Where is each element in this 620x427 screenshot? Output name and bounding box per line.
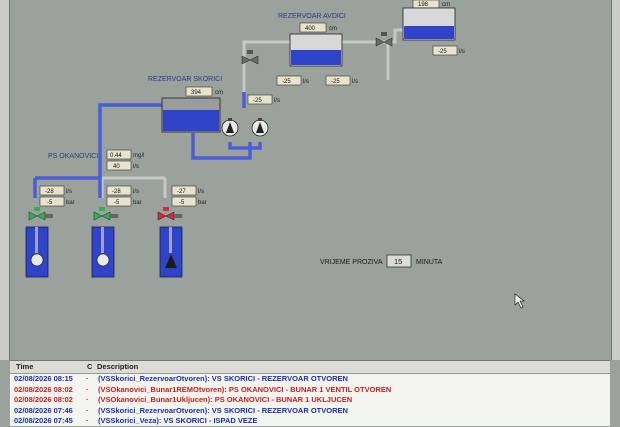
tank-top-unit: cm bbox=[442, 2, 450, 8]
flow-avdici-out-value: -25 bbox=[331, 79, 340, 85]
station-name: PS OKANOVICI bbox=[48, 153, 98, 160]
scada-diagram: REZERVOAR SKORICI 394 cm REZERVOAR AVDIC… bbox=[25, 0, 525, 309]
polling-interval[interactable]: VRIJEME PROZIVA 15 MINUTA bbox=[320, 254, 443, 268]
flow-top-out: -25 l/s bbox=[432, 45, 465, 56]
flow-pump-line-value: -25 bbox=[253, 98, 262, 104]
tank-avdici-level-box bbox=[299, 22, 327, 33]
booster-pump-1[interactable] bbox=[221, 118, 239, 137]
flow-top-out-unit: l/s bbox=[459, 49, 465, 55]
event-log-header: Time C Description bbox=[10, 361, 610, 374]
event-description: (VSOkanovici_Bunar1REMOtvoren): PS OKANO… bbox=[98, 384, 392, 394]
chlorine-unit: mg/l bbox=[133, 153, 144, 159]
tank-skorici-level-box bbox=[185, 86, 213, 97]
mouse-cursor bbox=[514, 293, 525, 309]
flow-top-out-value: -25 bbox=[438, 49, 447, 55]
booster-pump-2[interactable] bbox=[251, 118, 269, 137]
flow-avdici-out-unit: l/s bbox=[352, 79, 358, 85]
flow-avdici-out: -25 l/s bbox=[325, 75, 358, 86]
tank-top[interactable]: 198 cm bbox=[402, 0, 456, 41]
tank-top-water bbox=[404, 26, 454, 39]
polling-value: 15 bbox=[394, 257, 402, 266]
event-flag-marker: · bbox=[86, 405, 89, 415]
valve-avdici-in[interactable] bbox=[241, 50, 259, 65]
valve-top-in[interactable] bbox=[375, 32, 393, 47]
tank-avdici-level: 400 bbox=[305, 26, 316, 32]
well-2-pump-icon bbox=[96, 253, 110, 267]
tank-skorici-unit: cm bbox=[215, 90, 223, 96]
flag-column-header[interactable]: C bbox=[87, 362, 93, 371]
event-log: Time C Description 02/08/2026 08:15 · (VSS… bbox=[10, 360, 610, 426]
well-1-pressure-unit: bar bbox=[66, 200, 75, 206]
polling-value-box[interactable] bbox=[386, 254, 412, 268]
flow-avdici-in-value: -25 bbox=[282, 79, 291, 85]
polling-unit: MINUTA bbox=[416, 259, 443, 266]
event-flag-marker: · bbox=[86, 395, 89, 404]
station-okanovici[interactable]: PS OKANOVICI 0.44 mg/l 40 l/s bbox=[48, 149, 144, 171]
tank-skorici-label: REZERVOAR SKORICI bbox=[148, 76, 222, 83]
event-flag-marker: · bbox=[86, 416, 89, 425]
tank-skorici-water bbox=[163, 110, 219, 131]
event-description: (VSOkanovici_Bunar1Ukljucen): PS OKANOVI… bbox=[98, 395, 353, 404]
event-description: (VSSkorici_RezervoarOtvoren): VS SKORICI… bbox=[98, 405, 348, 415]
event-time: 02/08/2026 07:45 bbox=[14, 416, 73, 425]
event-row[interactable]: 02/08/2026 08:02 · (VSOkanovici_Bunar1Uklj… bbox=[10, 395, 610, 406]
well-2-pressure-unit: bar bbox=[133, 200, 142, 206]
tank-avdici-water bbox=[291, 50, 341, 65]
event-time: 02/08/2026 07:46 bbox=[14, 405, 73, 415]
flow-avdici-in: -25 l/s bbox=[276, 75, 309, 86]
tank-avdici[interactable]: REZERVOAR AVDICI 400 cm bbox=[278, 13, 346, 67]
tank-avdici-unit: cm bbox=[329, 26, 337, 32]
flow-pump-line-unit: l/s bbox=[274, 98, 280, 104]
well-3-pressure: -5 bbox=[179, 200, 185, 206]
well-1-pressure: -5 bbox=[47, 200, 53, 206]
event-description: (VSSkorici_Veza): VS SKORICI - ISPAD VEZ… bbox=[98, 416, 258, 425]
well-3-flow-unit: l/s bbox=[198, 189, 204, 195]
event-flag-marker: · bbox=[86, 384, 89, 394]
flow-avdici-in-unit: l/s bbox=[303, 79, 309, 85]
event-time: 02/08/2026 08:02 bbox=[14, 384, 73, 394]
window-frame-right bbox=[611, 0, 620, 360]
well-3-valve-icon[interactable] bbox=[157, 207, 182, 221]
well-1-pump-icon bbox=[30, 253, 44, 267]
time-column-header[interactable]: Time bbox=[16, 362, 34, 371]
polling-label: VRIJEME PROZIVA bbox=[320, 259, 383, 266]
chlorine-value: 0.44 bbox=[110, 153, 122, 159]
well-3-pump-icon bbox=[165, 254, 177, 268]
well-2-valve-icon[interactable] bbox=[93, 207, 118, 221]
event-row[interactable]: 02/08/2026 07:46 · (VSSkorici_RezervoarOtv… bbox=[10, 406, 610, 417]
well-3-pressure-unit: bar bbox=[198, 200, 207, 206]
chlorine-box bbox=[106, 149, 132, 160]
event-time: 02/08/2026 08:15 bbox=[14, 374, 73, 383]
event-row[interactable]: 02/08/2026 07:45 · (VSSkorici_Veza): VS SK… bbox=[10, 416, 610, 427]
description-column-header[interactable]: Description bbox=[97, 362, 139, 371]
well-1-flow-unit: l/s bbox=[66, 189, 72, 195]
event-row[interactable]: 02/08/2026 08:15 · (VSSkorici_RezervoarOtv… bbox=[10, 374, 610, 385]
well-2[interactable]: -28 l/s -5 bar bbox=[91, 185, 142, 278]
blue-pipes bbox=[33, 92, 262, 198]
station-flow-unit: l/s bbox=[133, 164, 139, 170]
tank-skorici-level: 394 bbox=[191, 90, 202, 96]
well-1-flow: -28 bbox=[45, 189, 54, 195]
flow-pump-line: -25 l/s bbox=[247, 94, 280, 105]
event-time: 02/08/2026 08:02 bbox=[14, 395, 73, 404]
tank-skorici[interactable]: REZERVOAR SKORICI 394 cm bbox=[148, 76, 223, 133]
event-log-rows: 02/08/2026 08:15 · (VSSkorici_RezervoarOtv… bbox=[10, 374, 610, 427]
well-2-flow-unit: l/s bbox=[133, 189, 139, 195]
well-1[interactable]: -28 l/s -5 bar bbox=[25, 185, 75, 278]
station-flow-box bbox=[106, 160, 132, 171]
well-2-pressure: -5 bbox=[114, 200, 120, 206]
event-description: (VSSkorici_RezervoarOtvoren): VS SKORICI… bbox=[98, 374, 348, 383]
well-1-valve-icon[interactable] bbox=[28, 207, 53, 221]
well-3-flow: -27 bbox=[177, 189, 186, 195]
event-row[interactable]: 02/08/2026 08:02 · (VSOkanovici_Bunar1REMO… bbox=[10, 385, 610, 396]
well-3[interactable]: -27 l/s -5 bar bbox=[157, 185, 207, 278]
station-flow-value: 40 bbox=[113, 164, 120, 170]
window-frame-left bbox=[0, 0, 10, 360]
event-flag-marker: · bbox=[86, 374, 89, 383]
well-2-flow: -28 bbox=[112, 189, 121, 195]
tank-avdici-label: REZERVOAR AVDICI bbox=[278, 13, 346, 20]
tank-top-level: 198 bbox=[418, 2, 429, 8]
